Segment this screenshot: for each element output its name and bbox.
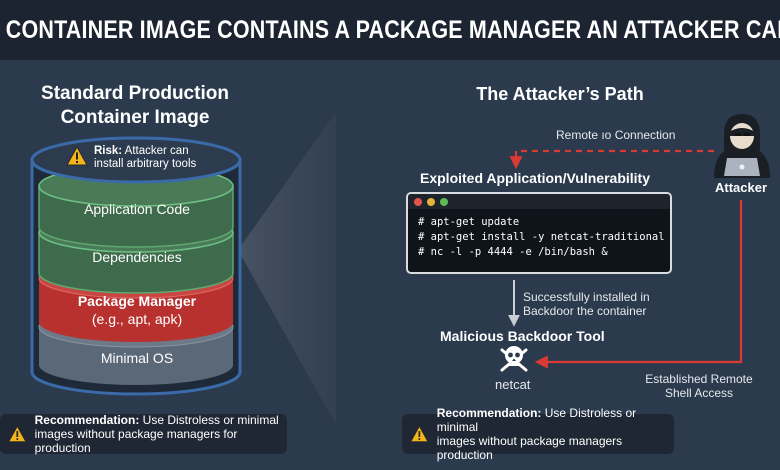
recommendation-box-right: Recommendation: Use Distroless or minima… — [402, 406, 674, 462]
remote-connection-label: Remote ıo Connection — [556, 128, 676, 142]
risk-text-line2: install arbitrary tools — [94, 158, 197, 170]
terminal-body: # apt-get update # apt-get install -y ne… — [408, 209, 670, 266]
recommendation-text-line2: images without package managers for prod… — [34, 427, 238, 455]
installed-label: Successfully installed in Backdoor the c… — [523, 290, 650, 318]
container-image-title: Standard Production Container Image — [20, 82, 250, 130]
title-banner: YOUR CONTAINER IMAGE CONTAINS A PACKAGE … — [0, 0, 780, 60]
attacker-path-title: The Attacker’s Path — [476, 84, 644, 104]
terminal-line: # nc -l -p 4444 -e /bin/bash & — [418, 246, 608, 258]
container-image-title-line2: Container Image — [60, 107, 210, 128]
layer-minimal-os: Minimal OS — [100, 350, 174, 366]
warning-icon — [410, 425, 429, 443]
projection-beam — [238, 112, 336, 425]
terminal-window: # apt-get update # apt-get install -y ne… — [406, 192, 672, 274]
container-cylinder — [30, 136, 242, 396]
risk-note: Risk: Attacker can install arbitrary too… — [66, 145, 216, 171]
terminal-titlebar — [408, 194, 670, 209]
recommendation-text-line2: images without package managers producti… — [436, 434, 623, 462]
container-image-title-line1: Standard Production — [41, 83, 229, 104]
exploited-application-label: Exploited Application/Vulnerability — [420, 170, 650, 186]
recommendation-label: Recommendation: — [34, 413, 140, 427]
risk-text-line1: Attacker can — [122, 145, 189, 157]
terminal-line: # apt-get update — [418, 216, 520, 228]
recommendation-text-line1: Use Distroless or minimal — [436, 406, 637, 434]
shell-access-arrow — [534, 200, 743, 369]
close-dot-icon — [414, 197, 422, 206]
skull-icon — [500, 346, 528, 372]
risk-label: Risk: — [94, 145, 123, 157]
warning-icon — [8, 425, 27, 443]
shell-access-label: Established Remote Shell Access — [644, 372, 754, 400]
backdoor-tool-label: Malicious Backdoor Tool — [440, 328, 605, 344]
installed-label-line2: Backdoor the container — [523, 304, 647, 318]
maximize-dot-icon — [440, 197, 448, 206]
minimize-dot-icon — [427, 197, 435, 206]
layer-package-manager: Package Manager — [77, 293, 197, 309]
layer-dependencies: Dependencies — [92, 249, 182, 265]
netcat-label: netcat — [495, 377, 531, 392]
layer-package-manager-examples: (e.g., apt, apk) — [91, 311, 183, 327]
recommendation-label: Recommendation: — [436, 406, 542, 420]
terminal-line: # apt-get install -y netcat-traditional — [418, 231, 665, 243]
shell-access-line2: Shell Access — [664, 386, 734, 400]
attacker-label: Attacker — [715, 180, 768, 195]
attacker-icon — [714, 114, 770, 178]
warning-icon — [66, 146, 88, 166]
banner-title: YOUR CONTAINER IMAGE CONTAINS A PACKAGE … — [0, 15, 780, 44]
shell-access-line1: Established Remote — [645, 372, 753, 386]
recommendation-text-line1: Use Distroless or minimal — [139, 413, 279, 427]
installed-label-line1: Successfully installed in — [523, 290, 650, 304]
remote-connection-arrow — [509, 149, 714, 170]
recommendation-box-left: Recommendation: Use Distroless or minima… — [0, 413, 287, 455]
layer-application-code: Application Code — [84, 201, 190, 217]
